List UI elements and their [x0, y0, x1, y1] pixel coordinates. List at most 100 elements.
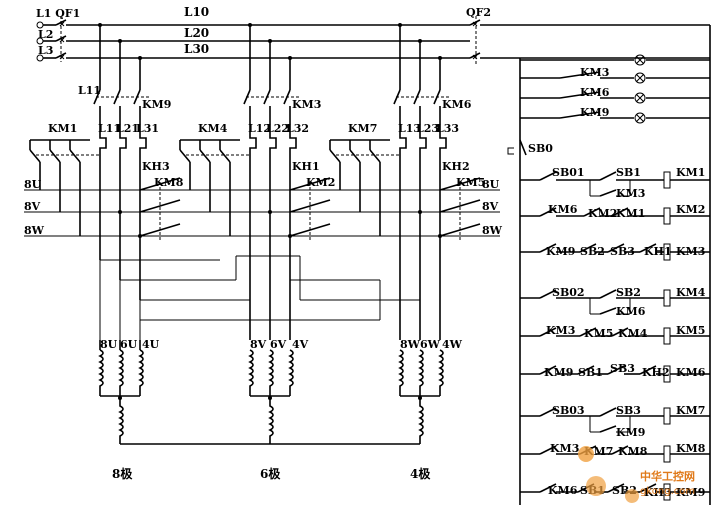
pole-label: 6极 — [260, 466, 281, 481]
coil-label: KM9 — [676, 486, 705, 499]
group-label: L21 — [116, 122, 139, 135]
rung-contact-label: KH1 — [644, 245, 672, 258]
winding-terminal-label: 4W — [442, 338, 463, 351]
thermal-relay-label: KH1 — [292, 160, 320, 173]
indicator-lamps — [520, 71, 710, 119]
contactor-label: KM1 — [48, 122, 77, 135]
qf2-breaker — [469, 16, 711, 505]
contactor-label: KM2 — [306, 176, 335, 189]
contactor-label: KM9 — [142, 98, 171, 111]
rung-contact-label: SB02 — [552, 286, 585, 299]
bus-l20-label: L20 — [184, 26, 209, 40]
bus-l10-label: L10 — [184, 5, 209, 19]
contactor-label: KM3 — [292, 98, 321, 111]
qf1-label: L1 QF1 — [36, 7, 80, 20]
l2-label: L2 — [38, 28, 53, 41]
phase-buses — [24, 189, 500, 238]
stop-switch — [507, 139, 527, 156]
power-group-4pole — [329, 23, 481, 340]
winding-terminal-label: 8V — [250, 338, 267, 351]
rung-contact-label: KH3 — [644, 486, 672, 499]
rung-contact-label: KH2 — [642, 366, 670, 379]
phase-label-left: 8V — [24, 200, 41, 213]
group-label: L12 — [248, 122, 271, 135]
phase-label-right: 8V — [482, 200, 499, 213]
rung-contact-label: KM3 — [550, 442, 579, 455]
group-label: L22 — [266, 122, 289, 135]
phase-label-right: 8U — [482, 178, 500, 191]
rung-contact-label: KM5 — [584, 327, 613, 340]
lamp-label: KM3 — [580, 66, 609, 79]
winding-terminal-label: 6U — [120, 338, 138, 351]
rung-contact-label: SB3 — [616, 404, 641, 417]
rung-contact-label: KM6 — [548, 484, 578, 497]
coil-label: KM6 — [676, 366, 706, 379]
coil-label: KM3 — [676, 245, 705, 258]
rung-contact-label: SB2 — [616, 286, 641, 299]
thermal-relay-label: KH2 — [442, 160, 470, 173]
group-label: L11 — [78, 84, 101, 97]
bus-l30-label: L30 — [184, 42, 209, 56]
lamp-icon — [520, 54, 710, 124]
winding-terminal-label: 4V — [292, 338, 309, 351]
rung-contact-label: KM6 — [548, 203, 578, 216]
power-group-8pole — [29, 23, 181, 300]
contactor-label: KM5 — [456, 176, 485, 189]
winding-terminal-label: 4U — [142, 338, 160, 351]
motor-windings — [98, 340, 444, 445]
rung-contact-label: SB1 — [578, 366, 603, 379]
winding-terminal-label: 6V — [270, 338, 287, 351]
rung-contact-label: KM9 — [544, 366, 573, 379]
group-label: L11 — [98, 122, 121, 135]
phase-label-right: 8W — [482, 224, 503, 237]
rung-contact-label: KM6 — [616, 305, 646, 318]
rung-contact-label: SB3 — [610, 245, 635, 258]
watermark-logo — [578, 446, 639, 503]
winding-terminal-label: 8U — [100, 338, 118, 351]
winding-terminal-label: 8W — [400, 338, 421, 351]
rung-contact-label: KM1 — [616, 207, 645, 220]
pole-label: 8极 — [112, 466, 133, 481]
watermark-domain: gkong.com — [640, 486, 695, 497]
group-label: L13 — [398, 122, 421, 135]
rung-contact-label: KM3 — [616, 187, 645, 200]
rung-contact-label: SB03 — [552, 404, 585, 417]
rung-contact-label: SB3 — [610, 362, 635, 375]
rung-contact-label: KM9 — [616, 426, 645, 439]
group-label: L31 — [136, 122, 159, 135]
rung-contact-label: KM4 — [618, 327, 648, 340]
qf2-label: QF2 — [466, 6, 491, 19]
thermal-relay-label: KH3 — [142, 160, 170, 173]
watermark-brand: 中华工控网 — [640, 469, 695, 483]
winding-terminal-label: 6W — [420, 338, 441, 351]
group-label: L33 — [436, 122, 459, 135]
rung-contact-label: SB01 — [552, 166, 585, 179]
rung-contact-label: KM2 — [588, 207, 617, 220]
group-label: L32 — [286, 122, 309, 135]
group-label: L23 — [416, 122, 439, 135]
rung-contact-label: KM3 — [546, 324, 575, 337]
phase-label-left: 8U — [24, 178, 42, 191]
rung-contact-label: KM8 — [618, 445, 648, 458]
rung-contact-label: SB2 — [580, 245, 605, 258]
contactor-label: KM7 — [348, 122, 377, 135]
phase-label-left: 8W — [24, 224, 45, 237]
lamp-label: KM6 — [580, 86, 610, 99]
coil-label: KM2 — [676, 203, 705, 216]
l3-label: L3 — [38, 44, 53, 57]
contactor-label: KM6 — [442, 98, 472, 111]
coil-label: KM4 — [676, 286, 706, 299]
sb0-label: SB0 — [528, 142, 553, 155]
incoming-lines — [36, 16, 470, 62]
power-group-6pole — [179, 23, 331, 340]
coil-label: KM1 — [676, 166, 705, 179]
coil-label: KM8 — [676, 442, 706, 455]
pole-label: 4极 — [410, 466, 431, 481]
contactor-label: KM4 — [198, 122, 228, 135]
coil-label: KM5 — [676, 324, 705, 337]
winding-feeders — [99, 255, 420, 340]
coil-label: KM7 — [676, 404, 705, 417]
rung-contact-label: KM9 — [546, 245, 575, 258]
contactor-label: KM8 — [154, 176, 184, 189]
